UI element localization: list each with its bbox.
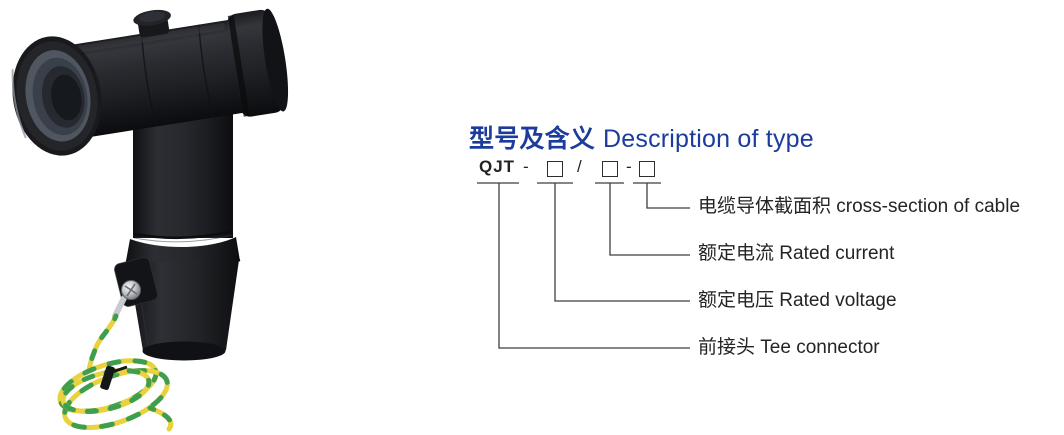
section-title-cjk: 型号及含义 [469, 124, 596, 153]
model-code-separator-1: - [523, 157, 529, 176]
model-code-box-current [602, 161, 618, 177]
model-code-box-voltage [547, 161, 563, 177]
tee-connector-photo [0, 0, 300, 435]
model-code-separator-3: - [626, 157, 632, 176]
label-rated-current: 额定电流 Rated current [698, 243, 895, 264]
socket-opening [11, 36, 102, 156]
tee-connector-illustration [11, 8, 289, 432]
label-cross-section-of-cable: 电缆导体截面积 cross-section of cable [698, 196, 1021, 217]
grounding-wire [57, 313, 174, 432]
test-point-cap [133, 9, 171, 38]
grounding-lug [112, 257, 159, 319]
section-title-en: Description of type [603, 124, 814, 153]
cable-tie [100, 365, 128, 390]
model-code-separator-2: / [577, 157, 582, 176]
model-code-prefix: QJT [479, 157, 516, 176]
label-rated-voltage: 额定电压 Rated voltage [698, 290, 897, 311]
crimp-ferrule [112, 295, 127, 319]
model-code-box-cross-section [639, 161, 655, 177]
label-tee-connector: 前接头 Tee connector [698, 337, 880, 358]
